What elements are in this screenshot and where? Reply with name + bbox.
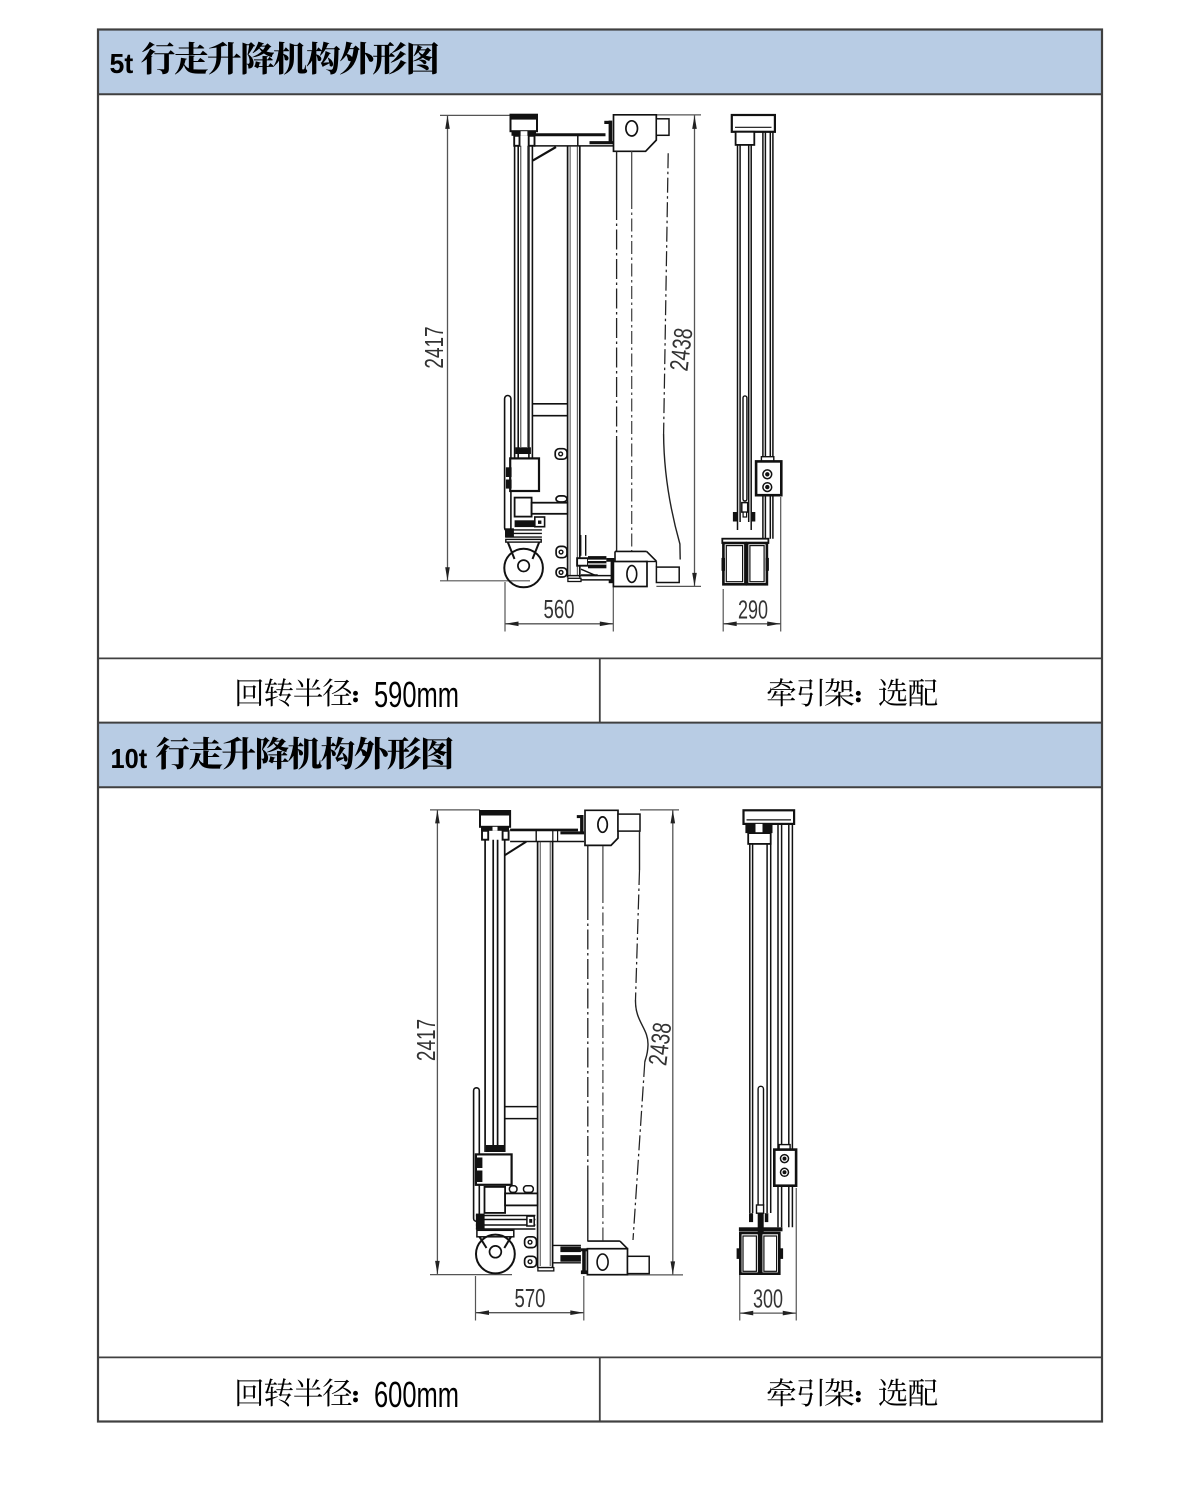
svg-text:2438: 2438 [663, 326, 698, 372]
svg-text:560: 560 [544, 594, 575, 624]
svg-text:5t: 5t [110, 48, 134, 79]
svg-text:290: 290 [738, 595, 768, 625]
svg-text:300: 300 [753, 1283, 783, 1313]
svg-text:10t: 10t [111, 743, 148, 774]
svg-text:590mm: 590mm [374, 674, 459, 715]
svg-text:2417: 2417 [419, 326, 449, 368]
svg-text:600mm: 600mm [374, 1374, 459, 1415]
svg-text:2417: 2417 [411, 1019, 441, 1061]
svg-text:570: 570 [515, 1283, 546, 1313]
